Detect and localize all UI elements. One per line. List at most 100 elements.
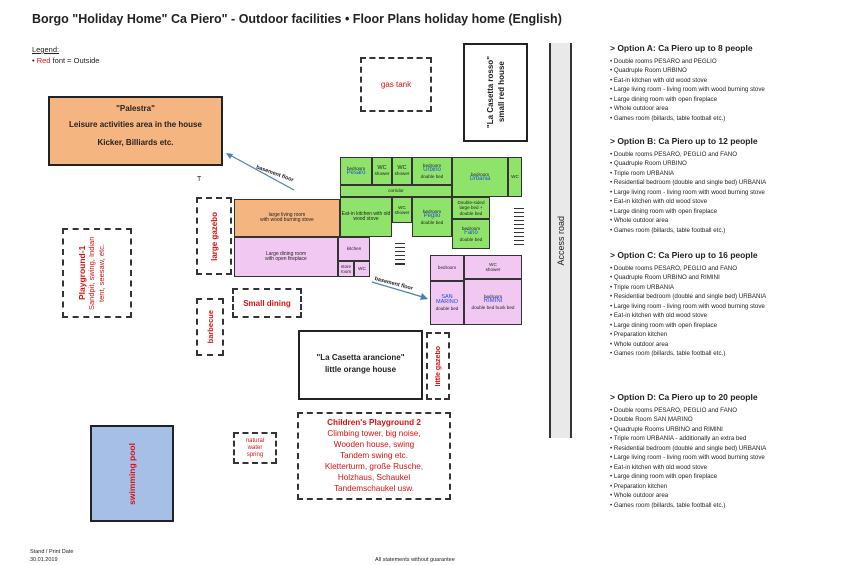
casetta-rosso-line1: "La Casetta rosso" <box>485 56 495 129</box>
room-large-living-line1: large living room <box>268 211 306 218</box>
list-item: Large living room - living room with woo… <box>610 188 842 198</box>
room-large-living-line2: with wood burning stove <box>260 217 314 223</box>
list-item: Whole outdoor area <box>610 340 842 350</box>
footer-stand: Stand / Print Date <box>30 549 74 555</box>
list-item: Residential bedroom (double and single b… <box>610 178 842 188</box>
list-item: Triple room URBANIA <box>610 169 842 179</box>
room-wc-2-small: shower <box>394 171 410 176</box>
room-large-dining-line2: with open fireplace <box>265 256 307 262</box>
room-urbania-name: Urbania <box>469 176 491 182</box>
legend-heading: Legend: <box>32 45 60 54</box>
casetta-arancione: "La Casetta arancione" little orange hou… <box>298 330 423 400</box>
small-dining: Small dining <box>232 288 302 318</box>
list-item: Double rooms PESARO, PEGLIO and FANO <box>610 150 842 160</box>
option-b: > Option B: Ca Piero up to 12 people Dou… <box>610 136 842 236</box>
footer-date-value: 30.01.2019 <box>30 557 58 563</box>
room-rimini: bedroom RIMINI double bed bunk bed <box>464 279 522 325</box>
room-urbino-name: Urbino <box>423 167 441 174</box>
room-wc-3: WC <box>508 157 522 197</box>
room-fano-name: Fano <box>464 230 478 237</box>
room-res-line3: double bed <box>459 210 483 216</box>
barbecue: barbecue <box>196 298 224 356</box>
access-road-label: Access road <box>555 215 566 266</box>
list-item: Quadruple Room URBINO <box>610 159 842 169</box>
casetta-rosso-line2: small red house <box>496 62 506 123</box>
list-item: Residential bedroom (double and single b… <box>610 292 842 302</box>
option-a-list: Double rooms PESARO and PEGLIO Quadruple… <box>610 57 842 124</box>
room-san-marino: SAN MARINO double bed <box>430 281 464 325</box>
list-item: Eat-in kitchen with old wood stove <box>610 197 842 207</box>
room-wc-2-name: WC <box>397 164 407 171</box>
stairs-icon <box>395 243 405 265</box>
option-a: > Option A: Ca Piero up to 8 people Doub… <box>610 43 842 124</box>
legend: Legend: • Red font = Outside <box>32 44 99 66</box>
list-item: Games room (billards, table football etc… <box>610 226 842 236</box>
room-residential-bedroom: Double-sided large bed + double bed <box>452 197 490 219</box>
casetta-rosso: "La Casetta rosso" small red house <box>463 43 528 142</box>
option-c: > Option C: Ca Piero up to 16 people Dou… <box>610 250 842 359</box>
room-wc-4-name: WC <box>398 204 406 210</box>
playground-2-line: Wooden house, swing <box>333 440 415 449</box>
list-item: Games room (billards, table football etc… <box>610 349 842 359</box>
list-item: Eat-in kitchen with old wood stove <box>610 76 842 86</box>
room-res-line1: Double-sided <box>457 200 485 206</box>
room-wc-5-label: WC <box>358 266 366 272</box>
small-dining-label: Small dining <box>243 298 291 308</box>
room-urbino-small: bedroom <box>422 163 442 169</box>
list-item: Games room (billards, table football etc… <box>610 501 842 511</box>
t-mark: T <box>197 176 202 183</box>
list-item: Double Room SAN MARINO <box>610 415 842 425</box>
room-san-marino-top: bedroom <box>430 255 464 281</box>
barbecue-label: barbecue <box>205 310 215 344</box>
option-d-heading: > Option D: Ca Piero up to 20 people <box>610 392 758 402</box>
list-item: Large dining room with open fireplace <box>610 207 842 217</box>
room-store-label: store room <box>340 263 352 274</box>
room-wc-2: WC shower <box>392 157 412 185</box>
playground-2: Children's Playground 2 Climbing tower, … <box>297 412 451 500</box>
list-item: Games room (billards, table football etc… <box>610 114 842 124</box>
list-item: Double rooms PESARO, PEGLIO and FANO <box>610 264 842 274</box>
room-urbania-small: bedroom <box>470 171 490 177</box>
room-pesaro-small: bedroom <box>346 165 366 171</box>
legend-red-word: Red <box>36 56 51 65</box>
list-item: Quadruple Room URBINO and RIMINI <box>610 273 842 283</box>
stairs-icon <box>514 205 524 245</box>
room-rimini-name: RIMINI <box>483 298 503 305</box>
playground-2-line: Kletterturm, große Rusche, <box>324 462 424 471</box>
playground-2-line: Tandem swing etc. <box>340 451 408 460</box>
list-item: Quadruple Rooms URBINO and RIMINI <box>610 425 842 435</box>
playground-1: Playground-1 Sandpit, swing, Indian tent… <box>62 228 132 318</box>
list-item: Quadruple Room URBINO <box>610 66 842 76</box>
casetta-arancione-line1: "La Casetta arancione" <box>316 353 405 362</box>
little-gazebo-label: little gazebo <box>434 345 442 387</box>
list-item: Residential bedroom (double and single b… <box>610 444 842 454</box>
room-large-dining: Large dining room with open fireplace <box>234 237 338 277</box>
list-item: Whole outdoor area <box>610 216 842 226</box>
list-item: Eat-in kitchen with old wood stove <box>610 311 842 321</box>
playground-2-line: Holzhaus, Schaukel <box>337 473 411 482</box>
natural-water-spring-label: natural water spring <box>245 437 265 458</box>
room-pesaro-name: Pesaro <box>346 170 366 176</box>
room-urbino: bedroom Urbino double bed <box>412 157 452 185</box>
casetta-arancione-line2: little orange house <box>324 365 397 374</box>
option-b-list: Double rooms PESARO, PEGLIO and FANO Qua… <box>610 150 842 236</box>
playground-2-title: Children's Playground 2 <box>327 418 421 427</box>
room-wc-3-name: WC <box>511 174 519 180</box>
list-item: Double rooms PESARO, PEGLIO and FANO <box>610 406 842 416</box>
room-rimini-extra: double bed bunk bed <box>471 304 515 310</box>
list-item: Large dining room with open fireplace <box>610 321 842 331</box>
room-san-marino-extra: double bed <box>435 305 459 311</box>
natural-water-spring: natural water spring <box>233 432 277 464</box>
room-san-marino-name: SAN MARINO <box>436 294 458 306</box>
room-urbania: bedroom Urbania <box>452 157 508 197</box>
list-item: Preparation kitchen <box>610 482 842 492</box>
room-wc-6-name: WC <box>489 261 497 267</box>
room-eat-in-line2: wood stove <box>353 216 379 222</box>
list-item: Preparation kitchen <box>610 330 842 340</box>
gas-tank-label: gas tank <box>380 80 412 89</box>
room-wc-1-small: shower <box>374 171 390 176</box>
large-gazebo-label: large gazebo <box>209 211 219 261</box>
footer-disclaimer: All statements without guarantee <box>375 557 455 563</box>
list-item: Eat-in kitchen with old wood stove <box>610 463 842 473</box>
room-peglio: bedroom Peglio double bed <box>412 197 452 237</box>
